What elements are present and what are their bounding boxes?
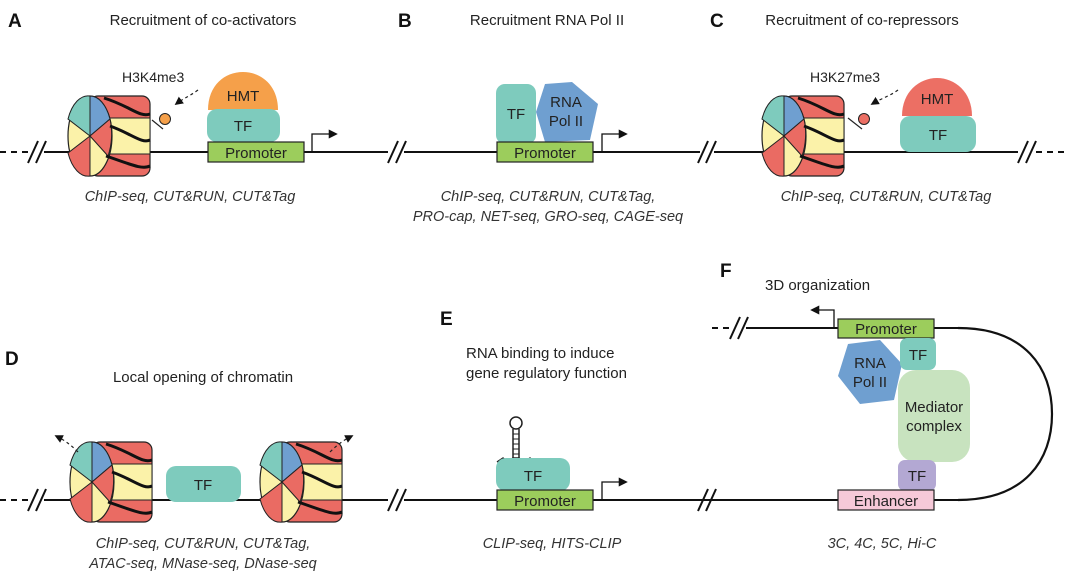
- panel-title: Local opening of chromatin: [113, 369, 293, 386]
- nucleosome-icon: [760, 94, 846, 178]
- rna-pol-label-line2: Pol II: [853, 374, 887, 391]
- panel-b: B Recruitment RNA Pol II TF RNA Pol II P…: [380, 11, 700, 225]
- promoter-box: [837, 318, 935, 339]
- hmt-shape: [902, 78, 972, 116]
- promoter-label: Promoter: [514, 493, 576, 510]
- histone-mark-label: H3K27me3: [810, 69, 880, 85]
- panel-f: F 3D organization Promoter RNA Pol II TF…: [697, 261, 1054, 552]
- promoter-box: [207, 141, 305, 163]
- rna-pol-label-line1: RNA: [550, 94, 582, 111]
- tf-label: TF: [194, 477, 212, 494]
- dna-strand: [697, 140, 1065, 164]
- rna-pol-ii-shape: [536, 82, 598, 142]
- methods-text: CLIP-seq, HITS-CLIP: [483, 536, 622, 552]
- tf-label: TF: [929, 127, 947, 144]
- panel-title: 3D organization: [765, 277, 870, 294]
- hmt-label: HMT: [227, 88, 260, 105]
- methods-text: ChIP-seq, CUT&RUN, CUT&Tag: [85, 189, 296, 205]
- nucleosome-icon: [68, 440, 154, 524]
- nucleosome-icon: [258, 440, 344, 524]
- panel-e: E RNA binding to induce gene regulatory …: [380, 309, 700, 552]
- rna-pol-label-line1: RNA: [854, 355, 886, 372]
- histone-mark-label: H3K4me3: [122, 69, 184, 85]
- methylation-mark-icon: [159, 113, 171, 125]
- panel-letter: D: [5, 349, 19, 370]
- methylation-mark-icon: [858, 113, 870, 125]
- rna-pol-label-line2: Pol II: [549, 113, 583, 130]
- tss-arrow-icon: [601, 129, 628, 152]
- panel-title-line2: gene regulatory function: [466, 365, 627, 382]
- displacement-arrow-icon: [329, 435, 354, 453]
- rna-pol-ii-shape: [838, 340, 902, 404]
- panel-d: D Local opening of chromatin TF ChIP-seq…: [0, 349, 380, 572]
- promoter-box: [496, 489, 594, 511]
- tf-label: TF: [524, 468, 542, 485]
- tf-label: TF: [234, 118, 252, 135]
- hmt-label: HMT: [921, 91, 954, 108]
- mediator-complex-box: [898, 370, 970, 462]
- tf-box: [166, 466, 241, 502]
- promoter-label: Promoter: [855, 321, 917, 338]
- panel-letter: F: [720, 261, 732, 282]
- methods-text: 3C, 4C, 5C, Hi-C: [828, 536, 937, 552]
- panel-c: C Recruitment of co-repressors H3K27me3 …: [697, 11, 1065, 205]
- displacement-arrow-icon: [54, 435, 79, 453]
- tf-label: TF: [909, 347, 927, 364]
- panel-title: Recruitment RNA Pol II: [470, 12, 624, 29]
- panel-a: A Recruitment of co-activators H3K4me3 H…: [0, 11, 380, 205]
- panel-letter: B: [398, 11, 412, 32]
- mediator-label-line2: complex: [906, 418, 962, 435]
- promoter-box: [496, 141, 594, 163]
- tf-box: [496, 458, 570, 491]
- methods-text-line1: ChIP-seq, CUT&RUN, CUT&Tag,: [441, 189, 656, 205]
- enhancer-box: [837, 489, 935, 511]
- methods-text-line1: ChIP-seq, CUT&RUN, CUT&Tag,: [96, 536, 311, 552]
- methods-text-line2: PRO-cap, NET-seq, GRO-seq, CAGE-seq: [413, 209, 683, 225]
- panel-title: Recruitment of co-activators: [110, 12, 297, 29]
- methods-text: ChIP-seq, CUT&RUN, CUT&Tag: [781, 189, 992, 205]
- tf-label: TF: [507, 106, 525, 123]
- promoter-label: Promoter: [225, 145, 287, 162]
- rna-hairpin-icon: [496, 416, 536, 463]
- panel-letter: C: [710, 11, 724, 32]
- enhancer-label: Enhancer: [854, 493, 918, 510]
- tf-box: [900, 116, 976, 152]
- panel-letter: E: [440, 309, 453, 330]
- hmt-shape: [208, 72, 278, 110]
- tf-box: [900, 338, 936, 370]
- tf-box: [898, 460, 936, 491]
- tss-arrow-icon: [601, 477, 628, 500]
- methods-text-line2: ATAC-seq, MNase-seq, DNase-seq: [88, 556, 317, 572]
- tf-box: [207, 109, 280, 142]
- panel-letter: A: [8, 11, 22, 32]
- tf-label: TF: [908, 468, 926, 485]
- tf-box: [496, 84, 536, 144]
- nucleosome-icon: [66, 94, 152, 178]
- panel-title: Recruitment of co-repressors: [765, 12, 958, 29]
- promoter-label: Promoter: [514, 145, 576, 162]
- mediator-label-line1: Mediator: [905, 399, 963, 416]
- dna-strand: [0, 140, 380, 164]
- tss-arrow-icon: [810, 305, 835, 328]
- tss-arrow-icon: [311, 129, 338, 152]
- panel-title-line1: RNA binding to induce: [466, 345, 614, 362]
